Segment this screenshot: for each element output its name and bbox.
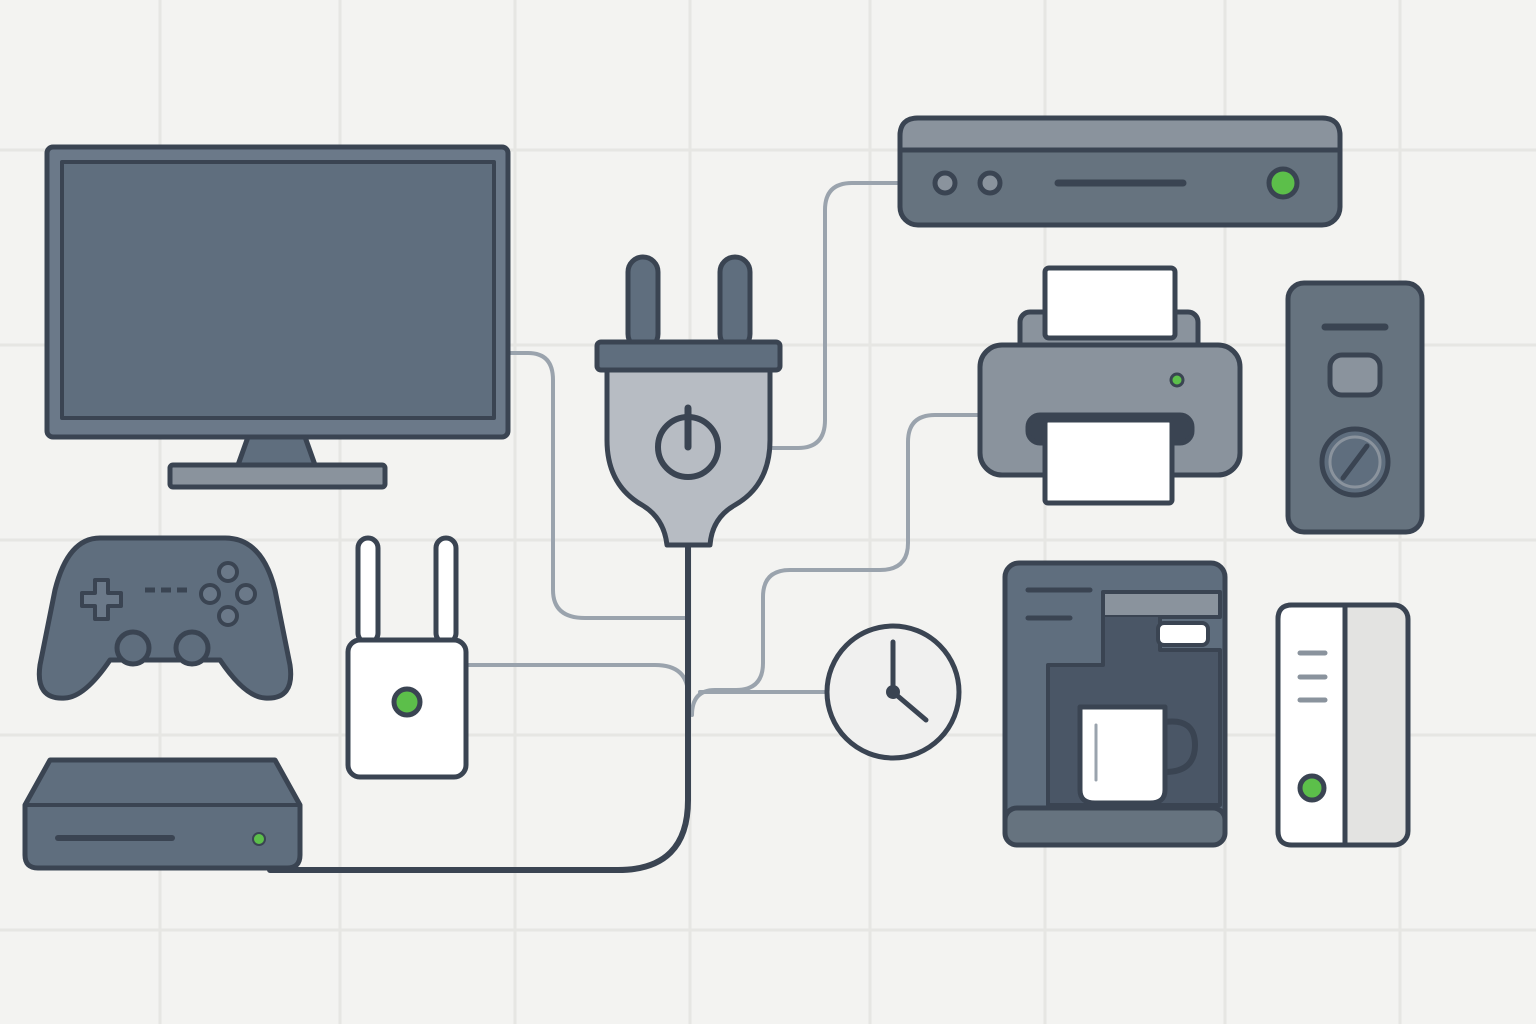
media-console-icon <box>22 757 303 871</box>
set-top-box-cable <box>768 181 902 450</box>
clock-icon <box>824 623 962 761</box>
status-led <box>252 832 266 846</box>
power-plug-icon <box>594 254 783 548</box>
status-led <box>1266 166 1300 200</box>
game-controller-icon <box>36 535 294 701</box>
status-led <box>1297 773 1327 803</box>
television-icon <box>44 144 511 490</box>
wifi-extender-icon <box>345 535 469 780</box>
coffee-cup <box>1077 704 1168 806</box>
coffee-machine-icon <box>1002 560 1228 848</box>
light-cables <box>464 181 982 717</box>
set-top-box-icon <box>897 115 1343 228</box>
speaker-icon <box>1285 280 1425 535</box>
printer-icon <box>977 265 1243 506</box>
main-power-cable <box>267 542 691 873</box>
nas-drive-icon <box>1275 602 1411 848</box>
status-led <box>391 686 423 718</box>
tv-cable <box>508 351 690 620</box>
